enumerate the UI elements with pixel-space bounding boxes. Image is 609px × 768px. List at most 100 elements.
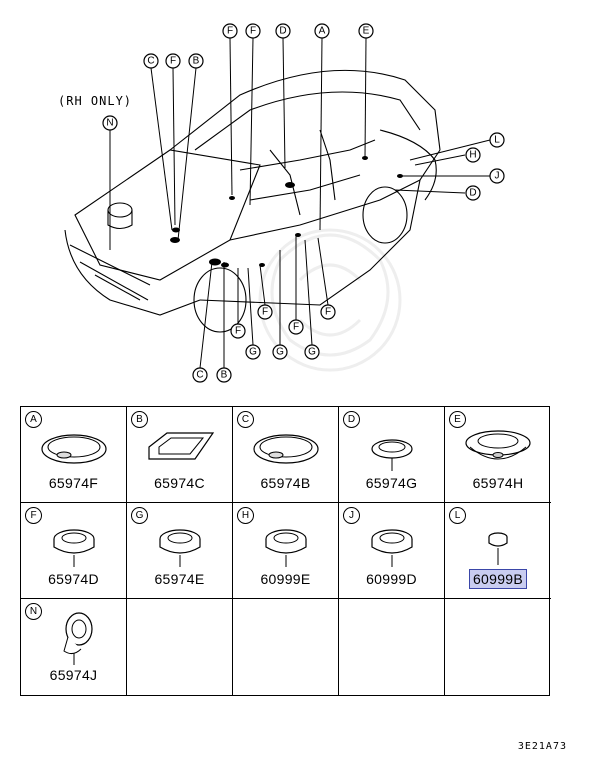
part-number[interactable]: 65974F (48, 475, 99, 491)
callout-h: H (465, 147, 481, 163)
svg-text:L: L (494, 135, 500, 146)
svg-text:J: J (495, 171, 500, 182)
part-number[interactable]: 65974H (472, 475, 524, 491)
round-wide-grommet-icon (253, 434, 319, 464)
car-body (64, 69, 441, 333)
callout-j: J (489, 168, 505, 184)
callout-f-bottom-2: F (257, 304, 273, 320)
watermark-logo (258, 228, 402, 372)
part-cell-c: C 65974B (233, 407, 339, 503)
part-cell-b: B 65974C (127, 407, 233, 503)
part-number[interactable]: 65974D (48, 571, 99, 587)
callout-f-top-2: F (222, 23, 238, 39)
small-plug-grommet-icon (488, 532, 508, 565)
part-letter: D (343, 411, 360, 428)
svg-text:G: G (276, 347, 284, 358)
part-number[interactable]: 65974E (154, 571, 205, 587)
part-letter: A (25, 411, 42, 428)
svg-text:F: F (325, 307, 331, 318)
part-number[interactable]: 60999D (366, 571, 417, 587)
car-diagram-illustration: C F B F F D A E N L H J D C B F G F G F … (64, 23, 505, 383)
svg-text:F: F (170, 56, 176, 67)
empty-cell (445, 599, 551, 695)
svg-text:D: D (469, 188, 476, 199)
callout-g-bottom-2: G (272, 344, 288, 360)
svg-text:F: F (293, 322, 299, 333)
diagram-code: 3E21A73 (517, 741, 567, 752)
round-plug-grommet-icon (371, 529, 413, 567)
svg-text:E: E (363, 26, 370, 37)
part-number[interactable]: 65974G (365, 475, 418, 491)
part-letter: G (131, 507, 148, 524)
part-number[interactable]: 65974C (154, 475, 205, 491)
callout-n: N (102, 115, 118, 131)
part-letter: H (237, 507, 254, 524)
callout-d-side: D (465, 185, 481, 201)
part-cell-h: H 60999E (233, 503, 339, 599)
round-cup-grommet-icon (465, 430, 531, 460)
svg-text:F: F (250, 26, 256, 37)
callout-g-bottom-3: G (304, 344, 320, 360)
part-letter: L (449, 507, 466, 524)
round-wide-grommet-icon (41, 434, 107, 464)
part-cell-a: A 65974F (21, 407, 127, 503)
callout-f-top-3: F (245, 23, 261, 39)
empty-cell (127, 599, 233, 695)
part-cell-n: N 65974J (21, 599, 127, 695)
empty-cell (233, 599, 339, 695)
part-cell-e: E 65974H (445, 407, 551, 503)
parts-table: A 65974F B 65974C C 65974B D 65974G E 65974H F 6597… (20, 406, 551, 696)
part-number[interactable]: 60999B (445, 569, 551, 589)
callout-d-top: D (275, 23, 291, 39)
empty-cell (339, 599, 445, 695)
wiring-lines (109, 37, 491, 369)
callout-e-top: E (358, 23, 374, 39)
callout-l: L (489, 132, 505, 148)
angled-grommet-icon (63, 612, 93, 665)
part-letter: N (25, 603, 42, 620)
svg-text:B: B (221, 370, 228, 381)
callout-g-bottom-1: G (245, 344, 261, 360)
part-letter: F (25, 507, 42, 524)
svg-text:G: G (308, 347, 316, 358)
part-cell-d: D 65974G (339, 407, 445, 503)
svg-text:C: C (147, 56, 154, 67)
svg-text:B: B (193, 56, 200, 67)
callout-c-bottom: C (192, 367, 208, 383)
rect-grommet-icon (148, 432, 215, 460)
part-letter: B (131, 411, 148, 428)
callout-f-top-1: F (165, 53, 181, 69)
svg-text:F: F (262, 307, 268, 318)
part-number[interactable]: 65974B (260, 475, 311, 491)
round-plug-grommet-icon (159, 529, 201, 567)
round-plug-grommet-icon (265, 529, 307, 567)
callout-b-top: B (188, 53, 204, 69)
callout-f-bottom-4: F (320, 304, 336, 320)
part-cell-f: F 65974D (21, 503, 127, 599)
part-letter: J (343, 507, 360, 524)
round-small-grommet-icon (371, 439, 413, 471)
round-plug-grommet-icon (53, 529, 95, 567)
callout-f-bottom-3: F (288, 319, 304, 335)
part-cell-j: J 60999D (339, 503, 445, 599)
svg-text:F: F (235, 326, 241, 337)
part-number[interactable]: 60999E (260, 571, 311, 587)
grommet-markers (170, 156, 403, 268)
svg-text:C: C (196, 370, 203, 381)
part-cell-l: L 60999B (445, 503, 551, 599)
part-letter: E (449, 411, 466, 428)
part-number[interactable]: 65974J (49, 667, 98, 683)
callout-f-bottom-1: F (230, 323, 246, 339)
part-letter: C (237, 411, 254, 428)
svg-text:G: G (249, 347, 257, 358)
callout-b-bottom: B (216, 367, 232, 383)
callout-c-top: C (143, 53, 159, 69)
svg-text:H: H (469, 150, 476, 161)
rh-only-note: (RH ONLY) (58, 94, 133, 108)
callout-a-top: A (314, 23, 330, 39)
svg-text:D: D (279, 26, 286, 37)
part-cell-g: G 65974E (127, 503, 233, 599)
svg-text:N: N (106, 118, 113, 129)
svg-text:A: A (319, 26, 326, 37)
svg-text:F: F (227, 26, 233, 37)
